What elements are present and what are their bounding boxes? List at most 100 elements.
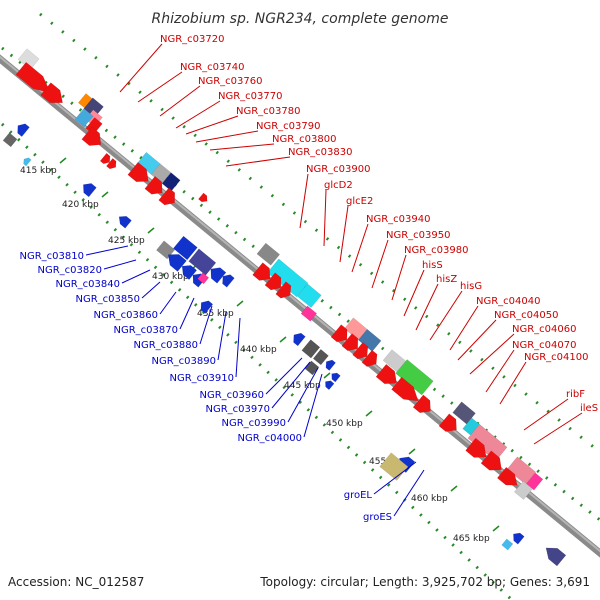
reverse-gene-label: NGR_c04000 [238, 433, 303, 444]
forward-gene-label: NGR_c03720 [160, 34, 225, 45]
forward-gene-arrow [106, 158, 117, 170]
forward-gene-arrow [81, 126, 102, 146]
forward-gene-arrow [352, 342, 369, 360]
forward-gene-arrow [480, 450, 502, 471]
reverse-leader-line [393, 469, 425, 517]
kbp-tick [101, 191, 109, 198]
gene-box [296, 283, 322, 308]
forward-leader-line [371, 239, 389, 289]
forward-leader-line [391, 254, 407, 301]
kbp-tick-marks [59, 157, 500, 532]
forward-gene-arrow [264, 272, 282, 291]
forward-gene-arrow [375, 363, 397, 384]
forward-leader-line [485, 349, 515, 393]
forward-leader-line [403, 269, 425, 317]
forward-leader-line [457, 319, 497, 361]
forward-gene-labels: NGR_c03720NGR_c03740NGR_c03760NGR_c03770… [160, 34, 598, 414]
forward-gene-arrow [465, 437, 487, 458]
gene-box [188, 248, 217, 276]
forward-gene-label: NGR_c04040 [476, 296, 541, 307]
gene-box [513, 480, 533, 500]
gene-box [467, 423, 508, 462]
forward-gene-arrow [252, 262, 271, 281]
reverse-gene-arrow [325, 380, 335, 391]
kbp-tick [59, 157, 67, 164]
forward-gene-arrow [496, 466, 518, 486]
gene-box [304, 360, 320, 376]
gene-box [197, 272, 210, 285]
kbp-label: 435 kbp [197, 309, 234, 319]
forward-gene-label: glcD2 [324, 180, 353, 191]
kbp-label: 420 kbp [62, 200, 99, 210]
kbp-label: 460 kbp [411, 494, 448, 504]
reverse-gene-label: NGR_c03860 [94, 310, 159, 321]
reverse-gene-label: groES [363, 512, 392, 523]
topology-text: Topology: circular; Length: 3,925,702 bp… [259, 575, 590, 589]
kbp-tick [323, 372, 331, 379]
kbp-tick [147, 227, 155, 234]
forward-leader-line [469, 333, 515, 375]
forward-leader-line [195, 130, 259, 143]
reverse-leader-line [103, 259, 137, 270]
forward-gene-label: NGR_c03770 [218, 91, 283, 102]
forward-gene-label: NGR_c03980 [404, 245, 469, 256]
forward-gene-label: NGR_c03940 [366, 214, 431, 225]
forward-leader-line [225, 156, 291, 167]
forward-gene-arrow [40, 82, 63, 104]
kbp-label: 445 kbp [284, 381, 321, 391]
forward-gene-arrow [198, 192, 208, 203]
forward-gene-label: NGR_c03830 [288, 147, 353, 158]
reverse-gene-label: NGR_c03880 [134, 340, 199, 351]
reverse-gene-label: groEL [344, 490, 373, 501]
gene-box [506, 456, 537, 485]
gene-box [301, 339, 321, 359]
forward-gene-label: NGR_c04060 [512, 324, 577, 335]
gene-box [312, 348, 329, 366]
gene-box [156, 240, 176, 260]
forward-leader-line [209, 143, 275, 151]
reverse-gene-arrow [167, 254, 187, 272]
forward-gene-arrow [438, 413, 457, 432]
reverse-gene-arrow [293, 332, 306, 347]
accession-text: Accession: NC_012587 [8, 575, 144, 589]
forward-gene-label: NGR_c03740 [180, 62, 245, 73]
gene-box [501, 538, 514, 551]
reverse-gene-labels: NGR_c03810NGR_c03820NGR_c03840NGR_c03850… [20, 251, 393, 523]
kbp-tick [365, 410, 373, 417]
reverse-gene-label: NGR_c03820 [38, 265, 103, 276]
reverse-leader-line [373, 461, 417, 495]
reverse-gene-label: NGR_c03970 [206, 404, 271, 415]
forward-gene-label: NGR_c04050 [494, 310, 559, 321]
reverse-gene-arrow [222, 274, 235, 288]
forward-gene-arrow [341, 333, 359, 352]
forward-gene-label: NGR_c03800 [272, 134, 337, 145]
kbp-label: 425 kbp [108, 236, 145, 246]
reverse-gene-arrow [545, 547, 567, 567]
forward-gene-arrow [361, 349, 378, 367]
forward-gene-arrow [391, 376, 419, 402]
forward-leader-line [323, 189, 327, 247]
reverse-gene-arrow [17, 123, 30, 137]
forward-gene-label: NGR_c03900 [306, 164, 371, 175]
forward-gene-arrow [127, 161, 149, 182]
gene-box [382, 349, 407, 373]
forward-gene-arrow [330, 324, 348, 343]
forward-leader-line [175, 100, 221, 129]
reverse-gene-arrow [23, 157, 32, 167]
reverse-leader-line [303, 373, 323, 438]
reverse-gene-label: NGR_c03910 [170, 373, 235, 384]
forward-leader-line [351, 223, 369, 273]
gene-box [161, 172, 181, 192]
kbp-label: 450 kbp [326, 419, 363, 429]
reverse-gene-arrow [200, 300, 214, 314]
reverse-leader-line [159, 291, 177, 315]
gene-box [172, 235, 198, 261]
reverse-gene-label: NGR_c03850 [76, 294, 141, 305]
reverse-gene-arrow [210, 267, 227, 284]
forward-leader-line [499, 361, 527, 405]
forward-gene-label: NGR_c04070 [512, 340, 577, 351]
reverse-gene-arrow [83, 183, 97, 198]
forward-gene-arrow [275, 281, 292, 299]
forward-gene-arrow [99, 152, 111, 165]
